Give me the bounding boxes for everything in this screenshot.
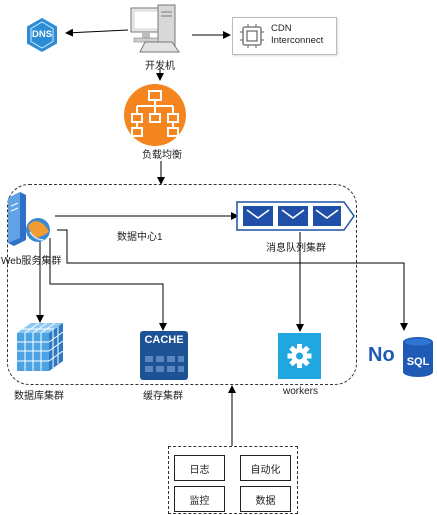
db-cluster-label: 数据库集群: [14, 391, 64, 402]
cdn-chip-icon: [240, 24, 264, 48]
cdn-label-line2: Interconnect: [271, 35, 324, 46]
cdn-interconnect-node: CDN Interconnect: [232, 17, 337, 55]
dev-machine-label: 开发机: [145, 61, 175, 72]
web-cluster-label: Web服务集群: [1, 256, 62, 267]
cdn-label: CDN Interconnect: [271, 23, 323, 47]
datacenter-label: 数据中心1: [117, 232, 163, 243]
workers-label: workers: [283, 386, 319, 397]
mq-cluster-label: 消息队列集群: [266, 243, 326, 254]
cache-icon-text: CACHE: [144, 334, 184, 346]
dns-label: DNS: [31, 29, 53, 40]
tool-automation: 自动化: [240, 455, 291, 481]
nosql-no-text: No: [368, 344, 395, 366]
tool-monitor: 监控: [174, 486, 225, 512]
datacenter-frame: [7, 184, 357, 385]
edge-dev-dns: [65, 28, 129, 37]
cache-cluster-label: 缓存集群: [143, 391, 183, 402]
edge-web-cache: [49, 238, 167, 331]
cdn-label-line1: CDN: [271, 23, 292, 34]
tools-frame: [168, 446, 298, 514]
edge-web-nosql: [57, 229, 408, 331]
nosql-sql-text: SQL: [406, 356, 430, 368]
tool-data: 数据: [240, 486, 291, 512]
tool-log: 日志: [174, 455, 225, 481]
load-balancer-label: 负载均衡: [142, 150, 182, 161]
